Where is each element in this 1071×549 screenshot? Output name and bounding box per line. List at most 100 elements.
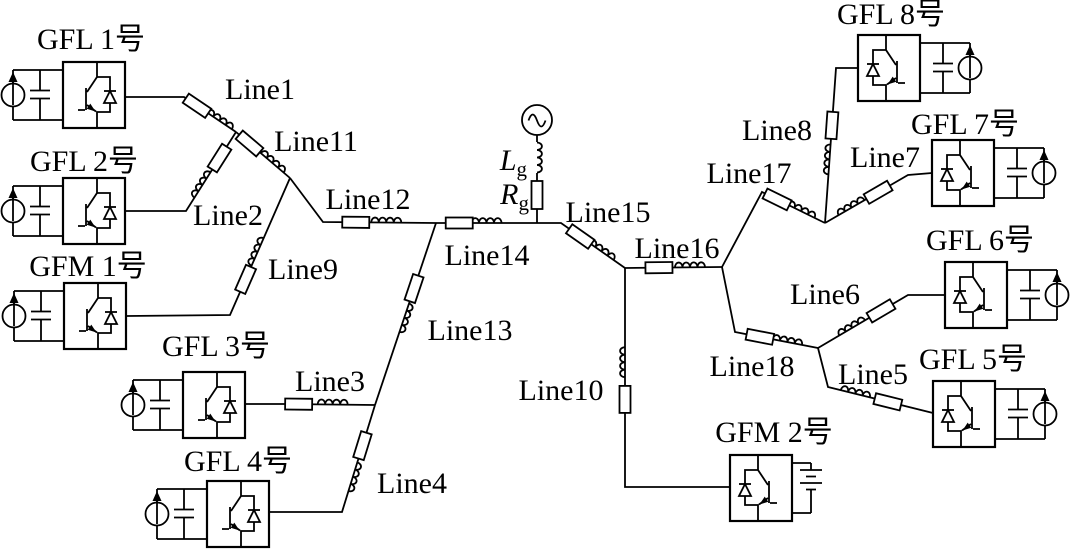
line5: Line5	[817, 347, 934, 414]
undefined-label: GFL 6号	[926, 224, 1034, 257]
line17-label: Line17	[707, 157, 792, 190]
converter-box	[181, 370, 247, 440]
line4-label: Line4	[377, 467, 447, 500]
converter-undefined: GFL 6号	[926, 224, 1070, 330]
inductor-icon	[316, 398, 349, 405]
line10: Line10	[519, 268, 730, 488]
grid-resistance-label: Rg	[499, 178, 529, 215]
line18: Line18	[710, 266, 819, 383]
line-wire	[125, 177, 291, 317]
arrow-up-icon	[1052, 272, 1062, 282]
undefined-label: GFL 2号	[30, 145, 138, 178]
current-source-icon	[1032, 391, 1058, 427]
igbt-diode-icon	[198, 373, 238, 437]
inductor-icon	[836, 196, 866, 216]
igbt-diode-icon	[78, 63, 118, 127]
arrow-up-icon	[1040, 391, 1050, 401]
converter-undefined: GFL 5号	[919, 343, 1058, 449]
igbt-diode-icon	[737, 456, 777, 520]
capacitor-icon	[1020, 270, 1040, 320]
current-source-icon	[0, 188, 26, 224]
arrow-up-icon	[8, 188, 18, 198]
resistor-icon	[444, 216, 474, 230]
undefined-label: GFL 8号	[837, 0, 945, 31]
line3-label: Line3	[295, 365, 365, 398]
line12-label: Line12	[326, 183, 411, 216]
line7-label: Line7	[850, 141, 920, 174]
resistor-icon	[564, 222, 596, 251]
line18-label: Line18	[710, 350, 795, 383]
resistor-icon	[181, 92, 213, 120]
resistor-icon	[341, 215, 371, 229]
inductor-icon	[786, 200, 817, 219]
capacitor-icon	[174, 489, 194, 539]
line3: Line3	[245, 365, 376, 411]
current-source-icon	[957, 45, 983, 81]
capacitor-icon	[933, 43, 953, 93]
line1: Line1	[125, 73, 295, 133]
grid-inductance-label: Lg	[499, 144, 528, 181]
inductor-icon	[206, 109, 234, 130]
arrow-up-icon	[152, 491, 162, 501]
resistor-icon	[352, 430, 373, 462]
resistor-icon	[618, 384, 632, 414]
line-wire	[817, 294, 945, 349]
capacitor-icon	[1008, 389, 1028, 439]
line-wire	[289, 177, 437, 224]
line17: Line17	[707, 157, 826, 268]
line-wire	[721, 266, 819, 349]
capacitor-icon	[30, 70, 50, 120]
resistor-icon	[744, 327, 776, 346]
converter-undefined: GFL 7号	[911, 108, 1057, 208]
converter-undefined: GFL 2号	[0, 145, 138, 246]
line-wire	[624, 268, 730, 488]
line-wire	[374, 222, 437, 406]
line13-label: Line13	[428, 314, 513, 347]
line2: Line2	[125, 131, 263, 232]
inductor-icon	[588, 239, 616, 261]
line-wire	[537, 222, 626, 269]
converter-box	[62, 281, 128, 351]
converter-undefined: GFL 4号	[144, 445, 292, 549]
line16-label: Line16	[635, 232, 720, 265]
current-source-icon	[144, 491, 170, 527]
inductor-icon	[399, 302, 414, 334]
line9: Line9	[125, 177, 338, 317]
line6-label: Line6	[790, 278, 860, 311]
line14-label: Line14	[445, 239, 530, 272]
current-source-icon	[120, 382, 146, 418]
line13: Line13	[374, 222, 513, 406]
inductor-icon	[822, 143, 831, 176]
line15: Line15	[537, 196, 650, 269]
inductor-icon	[839, 385, 871, 398]
line-wire	[245, 403, 376, 406]
converter-undefined: GFL 8号	[837, 0, 983, 103]
resistor-icon	[644, 261, 674, 275]
battery-icon	[800, 463, 822, 513]
inductor-icon	[771, 334, 804, 346]
line11-label: Line11	[274, 125, 358, 158]
converter-undefined: GFL 3号	[120, 330, 270, 440]
line10-label: Line10	[519, 374, 604, 407]
arrow-up-icon	[128, 382, 138, 392]
resistor-icon	[824, 110, 840, 141]
converter-undefined: GFM 1号	[1, 250, 147, 351]
undefined-label: GFM 2号	[715, 416, 833, 449]
igbt-diode-icon	[78, 179, 118, 243]
inductor-icon	[260, 150, 286, 174]
line-wire	[824, 172, 933, 224]
igbt-diode-icon	[222, 482, 262, 546]
inductor-icon	[536, 141, 543, 174]
igbt-diode-icon	[939, 141, 979, 205]
capacitor-icon	[31, 291, 51, 341]
converter-box	[61, 60, 127, 130]
converter-box	[930, 138, 996, 208]
ac-source-icon	[521, 104, 553, 136]
undefined-label: GFL 1号	[37, 23, 145, 56]
inductor-icon	[619, 346, 626, 379]
line11: Line11	[234, 125, 358, 179]
igbt-diode-icon	[952, 263, 992, 327]
line14: Line14	[436, 216, 537, 272]
